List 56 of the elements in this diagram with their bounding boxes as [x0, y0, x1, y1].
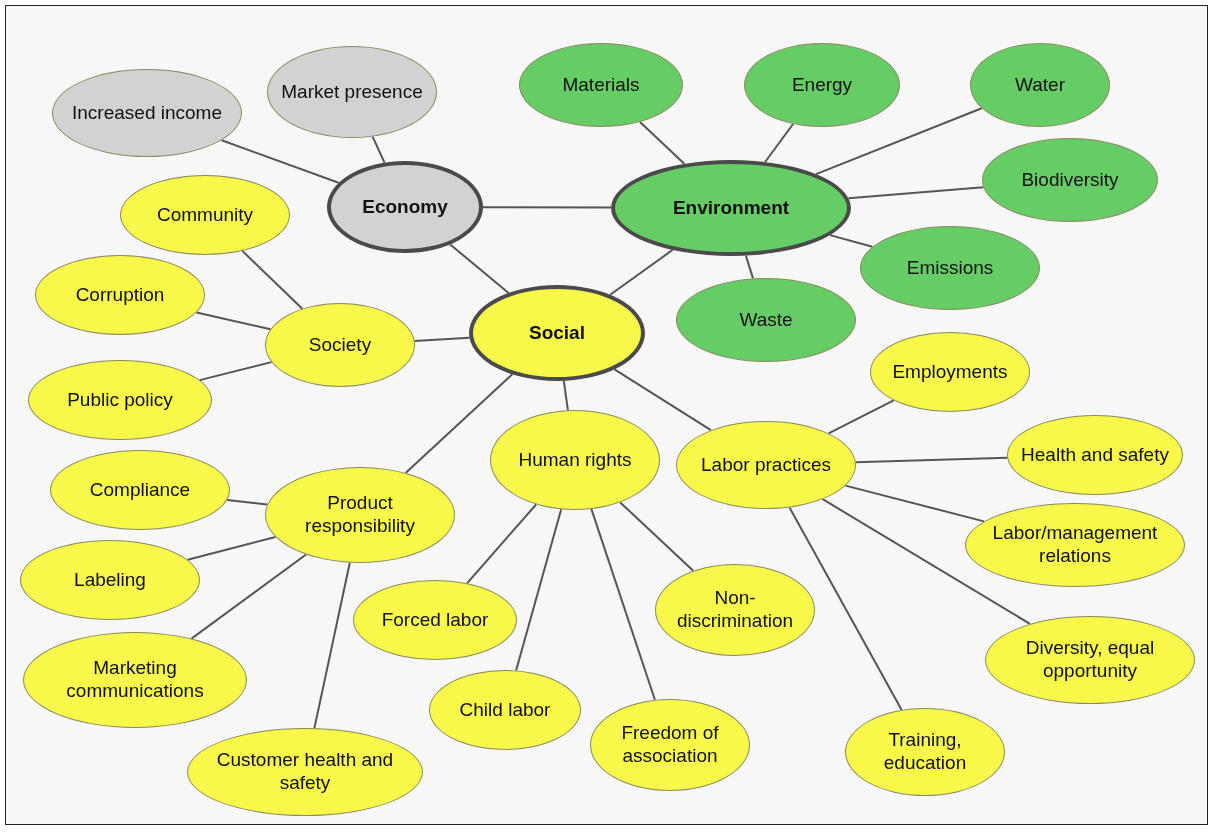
node-label: Energy — [790, 73, 854, 97]
node-label: Forced labor — [380, 608, 490, 632]
connector-line — [313, 561, 351, 730]
connector-line — [449, 243, 510, 294]
node-label: Child labor — [458, 698, 552, 722]
connector-line — [482, 206, 612, 209]
connector-line — [186, 536, 277, 561]
node-label: Waste — [738, 308, 794, 332]
node-label: Labeling — [73, 568, 147, 592]
node-label: Public policy — [66, 388, 174, 412]
node-label: Market presence — [280, 80, 424, 104]
node-label: Society — [307, 333, 373, 357]
connector-line — [613, 368, 712, 432]
node-label: Customer health and safety — [215, 749, 395, 795]
connector-line — [815, 107, 983, 176]
node-label: Product responsibility — [304, 492, 416, 538]
node-label: Freedom of association — [620, 722, 720, 768]
connector-line — [226, 498, 269, 506]
node-label: Materials — [561, 73, 641, 97]
node-label: Non-discrimination — [675, 587, 795, 633]
node-label: Water — [1014, 73, 1066, 97]
connector-line — [195, 311, 272, 331]
connector-line — [515, 508, 563, 672]
node-label: Biodiversity — [1020, 168, 1120, 192]
node-label: Human rights — [517, 448, 633, 472]
connector-line — [466, 503, 538, 585]
node-label: Diversity, equal opportunity — [1024, 637, 1156, 683]
node-label: Labor/management relations — [991, 522, 1159, 568]
node-label: Compliance — [88, 478, 192, 502]
connector-line — [829, 234, 874, 248]
connector-line — [413, 336, 471, 342]
node-label: Corruption — [74, 283, 166, 307]
connector-line — [619, 501, 695, 572]
connector-line — [844, 484, 985, 523]
node-label: Economy — [361, 195, 449, 219]
connector-line — [854, 456, 1009, 464]
node-label: Emissions — [905, 256, 995, 280]
connector-line — [821, 498, 1031, 625]
connector-line — [764, 123, 795, 163]
node-label: Environment — [671, 196, 791, 220]
connector-line — [609, 248, 674, 296]
connector-line — [241, 249, 304, 310]
node-label: Increased income — [71, 101, 223, 125]
connector-line — [404, 373, 514, 474]
node-label: Health and safety — [1020, 443, 1170, 467]
node-label: Marketing communications — [65, 657, 205, 703]
connector-line — [562, 379, 569, 412]
node-label: Social — [528, 321, 586, 345]
node-label: Labor practices — [700, 453, 832, 477]
node-label: Community — [155, 203, 255, 227]
node-label: Training, education — [882, 729, 968, 775]
connector-line — [744, 254, 754, 280]
connector-line — [590, 508, 656, 701]
node-label: Employments — [891, 360, 1009, 384]
connector-line — [190, 553, 308, 640]
connector-line — [827, 399, 895, 435]
